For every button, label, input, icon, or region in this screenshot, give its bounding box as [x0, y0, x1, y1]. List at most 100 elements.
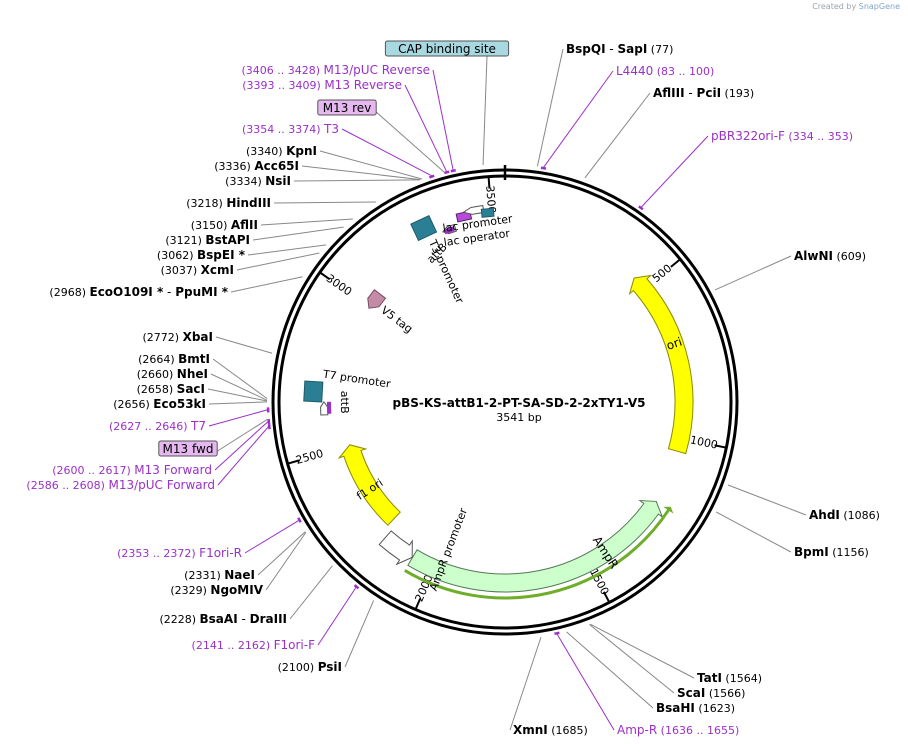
label-name-ecoo109i: EcoO109I * — [90, 285, 164, 299]
label-sep-bspqi: - — [606, 42, 618, 56]
label-name-xbai: XbaI — [183, 330, 213, 344]
label-text-pbr322ori-f: pBR322ori-F (334 .. 353) — [711, 129, 853, 143]
label-name-m13-forward: M13 Forward — [134, 463, 212, 477]
label-position-eco53ki: (2656) — [113, 398, 153, 411]
label-position-f1ori-f: (2141 .. 2162) — [192, 639, 274, 652]
label-text-nhei: (2660) NheI — [137, 367, 208, 381]
label-name-m13-puc-reverse: M13/pUC Reverse — [324, 63, 431, 77]
leader-kpni — [319, 150, 423, 180]
label-sep-bsaai: - — [238, 612, 250, 626]
leader-bsaai — [289, 565, 333, 620]
leader-m13-puc-forward — [217, 426, 269, 486]
label-text-ecoo109i: (2968) EcoO109I * - PpuMI * — [49, 285, 228, 299]
tick-label-500: 500 — [650, 262, 674, 285]
tick-label-3000: 3000 — [324, 272, 354, 299]
label-position-kpni: (3340) — [246, 145, 286, 158]
label-position-bsaai: (2228) — [159, 613, 199, 626]
leader-ngomiv — [265, 532, 307, 591]
label-text-psii: (2100) PsiI — [278, 660, 342, 674]
leader-amp-r — [556, 633, 615, 731]
label-name-bstapi: BstAPI — [205, 233, 250, 247]
label-text-bstapi: (3121) BstAPI — [165, 233, 250, 247]
leader-afliii — [584, 92, 651, 179]
label-text-saci: (2658) SacI — [137, 382, 205, 396]
label-text-f1ori-f: (2141 .. 2162) F1ori-F — [192, 638, 316, 652]
label-hindiii: (3218) HindIII — [186, 196, 271, 210]
label-position-l4440: (83 .. 100) — [653, 65, 714, 78]
label-naei: (2331) NaeI — [184, 568, 255, 582]
primer-mark-f1ori-r — [297, 517, 302, 523]
label-position-nhei: (2660) — [137, 368, 177, 381]
label-acc65i: (3336) Acc65I — [214, 159, 299, 173]
created-by-text: Created by — [812, 2, 857, 11]
snapgene-branding: Created by SnapGene — [812, 2, 900, 11]
label-extra-pcii: PciI — [697, 86, 722, 100]
label-text-xbai: (2772) XbaI — [143, 330, 213, 344]
leader-m13-rev — [374, 110, 445, 173]
label-text-m13-fwd: M13 fwd — [163, 442, 214, 456]
leader-pbr322ori-f — [641, 135, 709, 208]
leader-saci — [207, 388, 268, 402]
label-position-t3: (3354 .. 3374) — [242, 123, 324, 136]
label-text-m13-puc-reverse: (3406 .. 3428) M13/pUC Reverse — [241, 63, 430, 77]
label-name-bmti: BmtI — [178, 352, 210, 366]
label-f1ori-r: (2353 .. 2372) F1ori-R — [117, 546, 242, 560]
leader-bspqi — [536, 48, 564, 167]
label-position-naei: (2331) — [184, 569, 224, 582]
label-name-xcmi: XcmI — [201, 263, 234, 277]
label-text-hindiii: (3218) HindIII — [186, 196, 271, 210]
tick-mark-3500 — [487, 176, 491, 189]
leader-cap-binding-site — [482, 55, 488, 166]
leader-aflii — [260, 218, 353, 226]
label-position-bsahi: (1623) — [695, 702, 735, 715]
label-position-tati: (1564) — [722, 672, 762, 685]
leader-xmni — [509, 637, 542, 731]
label-position-afliii: (193) — [721, 87, 754, 100]
label-kpni: (3340) KpnI — [246, 144, 317, 158]
label-text-cap-binding-site: CAP binding site — [398, 42, 496, 56]
label-name-t7: T7 — [190, 419, 206, 433]
label-extra-ppumi: PpuMI * — [175, 285, 229, 299]
label-name-f1ori-r: F1ori-R — [199, 546, 242, 560]
tick-mark-3000 — [319, 271, 331, 281]
label-name-xmni: XmnI — [513, 723, 548, 737]
label-text-m13-puc-forward: (2586 .. 2608) M13/pUC Forward — [26, 478, 215, 492]
leader-tati — [590, 623, 695, 679]
label-name-bspei: BspEI * — [197, 248, 246, 262]
label-position-xmni: (1685) — [548, 724, 588, 737]
leader-eco53ki — [208, 401, 268, 405]
label-position-pbr322ori-f: (334 .. 353) — [785, 130, 853, 143]
leader-naei — [257, 531, 306, 576]
leader-ahdi — [727, 484, 807, 516]
leader-bsahi — [566, 631, 654, 709]
label-text-tati: TatI (1564) — [697, 671, 762, 685]
leader-nsii — [293, 179, 420, 182]
leader-alwni — [714, 255, 792, 291]
label-m13-forward: (2600 .. 2617) M13 Forward — [52, 463, 212, 477]
leader-l4440 — [543, 70, 614, 168]
label-text-xmni: XmnI (1685) — [513, 723, 588, 737]
label-name-acc65i: Acc65I — [254, 159, 299, 173]
primer-mark-l4440 — [540, 166, 547, 170]
label-name-afliii: AflIII — [653, 86, 685, 100]
label-position-m13-puc-reverse: (3406 .. 3428) — [241, 64, 323, 77]
label-position-amp-r: (1636 .. 1655) — [657, 724, 739, 737]
label-text-alwni: AlwNI (609) — [794, 249, 866, 263]
primer-mark-f1ori-f — [353, 584, 360, 590]
tick-mark-500 — [670, 258, 681, 268]
label-saci: (2658) SacI — [137, 382, 205, 396]
label-m13-puc-forward: (2586 .. 2608) M13/pUC Forward — [26, 478, 215, 492]
leader-bpmi — [715, 511, 792, 553]
outer-labels: CAP binding site (3406 .. 3428) M13/pUC R… — [26, 40, 880, 737]
label-xcmi: (3037) XcmI — [161, 263, 234, 277]
feature-label-t7-promoter: T7 promoter — [321, 368, 392, 391]
label-position-m13-forward: (2600 .. 2617) — [52, 464, 134, 477]
label-text-bspqi: BspQI - SapI (77) — [566, 42, 673, 56]
plasmid-name: pBS-KS-attB1-2-PT-SA-SD-2-2xTY1-V5 — [393, 396, 646, 410]
label-text-naei: (2331) NaeI — [184, 568, 255, 582]
feature-label-attb-left: attB — [338, 391, 351, 414]
label-position-bspqi: (77) — [647, 43, 673, 56]
label-text-nsii: (3334) NsiI — [225, 174, 291, 188]
feature-arc-ampr-promoter — [378, 530, 413, 566]
leader-t7 — [208, 409, 268, 427]
